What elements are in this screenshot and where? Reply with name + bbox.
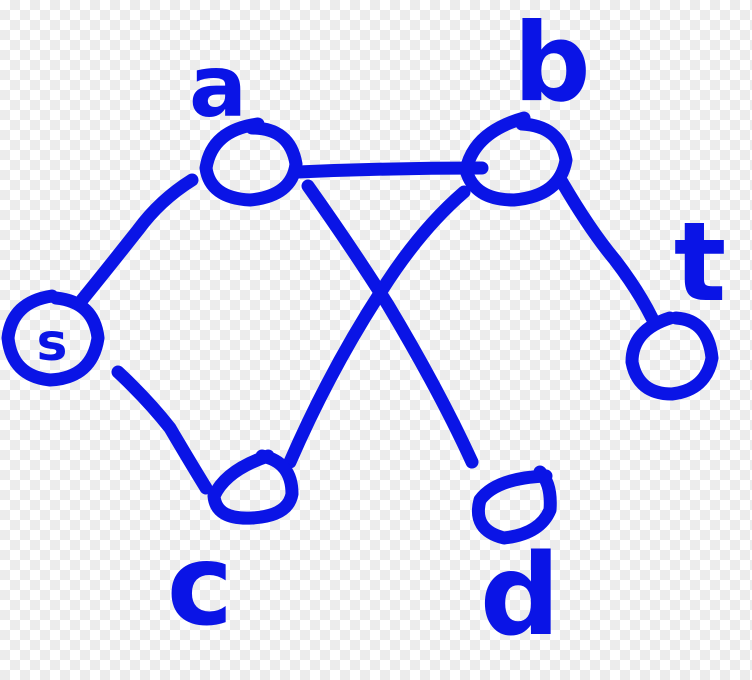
edges — [75, 161, 659, 495]
edge-b-c — [283, 185, 471, 469]
edge-a-d — [301, 179, 479, 469]
node-s-label: s — [37, 313, 68, 373]
node-c-circle — [207, 449, 299, 525]
node-a-circle — [199, 117, 303, 207]
node-c: c — [167, 449, 299, 651]
edge-a-s — [75, 173, 199, 307]
edge-b-t — [555, 175, 659, 325]
edge-a-b — [291, 161, 489, 179]
node-d-circle — [472, 465, 557, 545]
node-a-label: a — [189, 37, 247, 137]
edge-s-c — [111, 365, 213, 495]
node-b-circle — [459, 111, 573, 207]
node-b: b — [459, 1, 591, 207]
node-d: d — [472, 465, 560, 661]
node-s-circle — [1, 289, 105, 387]
node-d-label: d — [480, 531, 560, 661]
node-t-label: t — [674, 198, 727, 326]
node-a: a — [189, 37, 303, 207]
node-t-circle — [625, 311, 719, 401]
node-c-label: c — [167, 521, 233, 651]
nodes: a b s t c — [1, 1, 727, 661]
node-b-label: b — [513, 1, 590, 126]
node-s: s — [1, 289, 105, 387]
node-t: t — [625, 198, 727, 401]
